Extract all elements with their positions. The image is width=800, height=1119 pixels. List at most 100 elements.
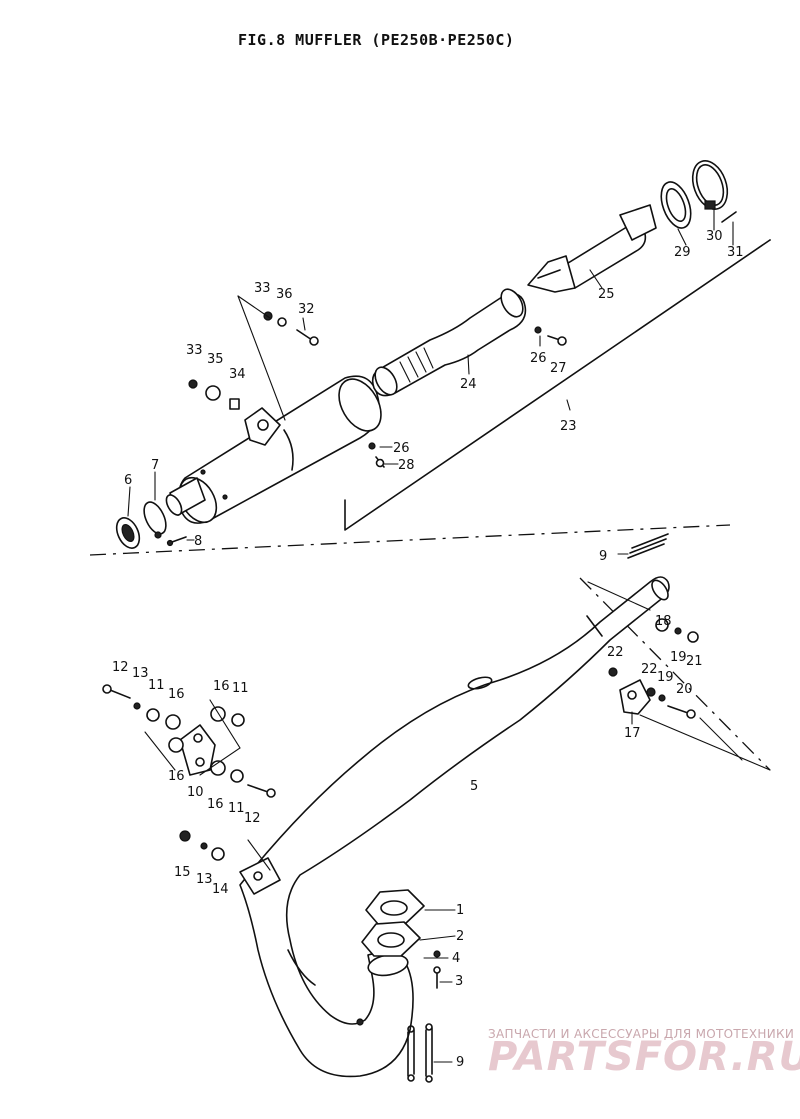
part-12-bolt-lower bbox=[247, 784, 276, 798]
part-27-screw bbox=[547, 335, 567, 346]
leader-lines-lower bbox=[144, 553, 771, 1063]
leader-lines-upper bbox=[127, 209, 734, 541]
part-34-spacer bbox=[229, 398, 240, 410]
watermark: ЗАПЧАСТИ И АКСЕССУАРЫ ДЛЯ МОТОТЕХНИКИ PA… bbox=[488, 1027, 800, 1080]
callout-23: 23 bbox=[560, 419, 577, 434]
callout-20: 20 bbox=[676, 682, 693, 697]
callout-11-c: 11 bbox=[228, 801, 245, 816]
part-21-nut bbox=[687, 631, 699, 643]
part-26-washer-lower bbox=[368, 442, 376, 450]
part-16-bush-c bbox=[210, 706, 226, 722]
part-23-bracket bbox=[344, 239, 771, 531]
callout-26-upper: 26 bbox=[530, 351, 547, 366]
silencer-body bbox=[165, 375, 382, 524]
callout-19-lower: 19 bbox=[657, 670, 674, 685]
part-14-washer bbox=[211, 847, 225, 861]
part-2-gasket bbox=[361, 921, 421, 957]
part-35-collar bbox=[205, 385, 221, 401]
exhaust-pipe-assembly: 9 18 19 21 22 22 19 20 17 5 12 13 11 16 … bbox=[102, 533, 771, 1083]
part-11-washer-c bbox=[230, 769, 244, 783]
callout-2: 2 bbox=[456, 929, 464, 944]
part-4-nut bbox=[433, 950, 441, 958]
assembly-axis-lower bbox=[579, 577, 771, 771]
callout-18: 18 bbox=[655, 614, 672, 629]
part-17-bracket bbox=[619, 679, 651, 715]
part-22-nut-a bbox=[608, 667, 618, 677]
callout-16-b: 16 bbox=[168, 769, 185, 784]
callout-26-lower: 26 bbox=[393, 441, 410, 456]
callout-21: 21 bbox=[686, 654, 703, 669]
part-3-stud bbox=[433, 966, 441, 989]
callout-4: 4 bbox=[452, 951, 460, 966]
part-19-washer-a bbox=[658, 694, 666, 702]
part-33-nut-lower bbox=[188, 379, 198, 389]
callout-19-upper: 19 bbox=[670, 650, 687, 665]
callout-6: 6 bbox=[124, 473, 132, 488]
part-15-nut bbox=[179, 830, 191, 842]
part-9-spring-upper bbox=[627, 533, 669, 559]
part-12-bolt-upper bbox=[102, 684, 131, 699]
part-25-tail-pipe bbox=[527, 204, 657, 293]
part-13-washer-lower bbox=[200, 842, 208, 850]
callout-31: 31 bbox=[727, 245, 744, 260]
part-26-washer-upper bbox=[534, 326, 542, 334]
callout-11-a: 11 bbox=[148, 678, 165, 693]
part-22-nut-b bbox=[646, 687, 656, 697]
part-1-gasket bbox=[365, 889, 425, 925]
callout-28: 28 bbox=[398, 458, 415, 473]
part-5-exhaust-pipe bbox=[239, 576, 670, 1078]
callout-27: 27 bbox=[550, 361, 567, 376]
part-28-screw bbox=[375, 456, 385, 468]
part-10-bracket bbox=[179, 724, 216, 776]
callout-14: 14 bbox=[212, 882, 229, 897]
callout-1: 1 bbox=[456, 903, 464, 918]
part-19-washer-b bbox=[674, 627, 682, 635]
callout-15: 15 bbox=[174, 865, 191, 880]
part-31-screw bbox=[721, 211, 737, 223]
callout-22-left: 22 bbox=[607, 645, 624, 660]
part-18-washer bbox=[655, 618, 669, 632]
callout-9-lower: 9 bbox=[456, 1055, 464, 1070]
part-36-washer bbox=[277, 317, 287, 327]
watermark-logo: PARTSFOR.RU bbox=[488, 1034, 800, 1080]
silencer-assembly: 6 7 8 33 36 32 33 35 34 26 28 24 26 27 2… bbox=[89, 160, 771, 556]
callout-17: 17 bbox=[624, 726, 641, 741]
part-24-inner-pipe bbox=[371, 288, 527, 397]
callout-13-lower: 13 bbox=[196, 872, 213, 887]
figure-title: FIG.8 MUFFLER (PE250B·PE250C) bbox=[238, 31, 514, 49]
part-8-screw bbox=[166, 536, 187, 547]
part-7-clamp bbox=[143, 501, 167, 539]
callout-34: 34 bbox=[229, 367, 246, 382]
part-13-washer-upper bbox=[133, 702, 141, 710]
callout-9-upper: 9 bbox=[599, 549, 607, 564]
part-16-bush-a bbox=[165, 714, 181, 730]
part-20-bolt bbox=[667, 705, 696, 719]
part-32-bolt bbox=[296, 329, 319, 346]
part-30-hose-clamp bbox=[691, 160, 729, 210]
callout-33-lower: 33 bbox=[186, 343, 203, 358]
callout-3: 3 bbox=[455, 974, 463, 989]
watermark-caption: ЗАПЧАСТИ И АКСЕССУАРЫ ДЛЯ МОТОТЕХНИКИ bbox=[488, 1027, 794, 1041]
callout-25: 25 bbox=[598, 287, 615, 302]
callout-7: 7 bbox=[151, 458, 159, 473]
callout-16-a: 16 bbox=[168, 687, 185, 702]
part-29-band bbox=[660, 181, 692, 229]
callout-12-lower: 12 bbox=[244, 811, 261, 826]
assembly-axis-upper bbox=[89, 524, 731, 556]
part-11-washer-b bbox=[231, 713, 245, 727]
callout-13-upper: 13 bbox=[132, 666, 149, 681]
part-16-bush-b bbox=[168, 737, 184, 753]
callout-33-upper: 33 bbox=[254, 281, 271, 296]
callout-36: 36 bbox=[276, 287, 293, 302]
part-6-grommet bbox=[115, 517, 141, 549]
callout-8: 8 bbox=[194, 534, 202, 549]
callout-10: 10 bbox=[187, 785, 204, 800]
callout-35: 35 bbox=[207, 352, 224, 367]
callout-12-upper: 12 bbox=[112, 660, 129, 675]
part-9-spring-lower bbox=[407, 1023, 433, 1083]
callout-29: 29 bbox=[674, 245, 691, 260]
callout-30: 30 bbox=[706, 229, 723, 244]
callout-11-b: 11 bbox=[232, 681, 249, 696]
part-11-washer-a bbox=[146, 708, 160, 722]
